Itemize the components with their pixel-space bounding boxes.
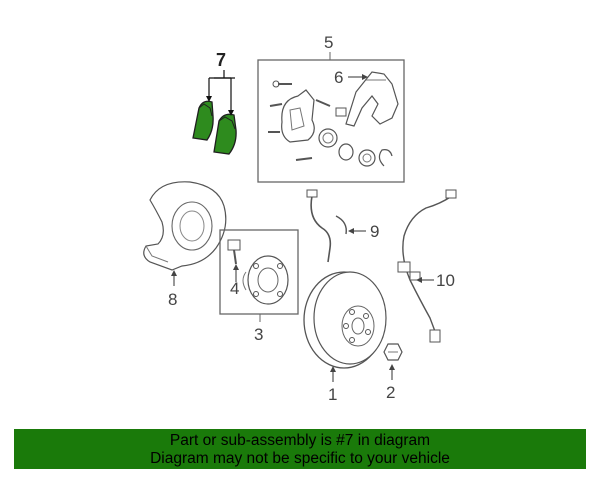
hub-bolt[interactable] — [227, 239, 241, 282]
caliper-assembly[interactable] — [257, 52, 405, 183]
callout-10: 10 — [436, 271, 455, 290]
callout-8: 8 — [168, 290, 177, 309]
callout-5: 5 — [324, 33, 333, 52]
brake-pads[interactable] — [192, 70, 237, 155]
caliper-bracket[interactable] — [345, 71, 399, 127]
callout-6: 6 — [334, 68, 343, 87]
callout-4: 4 — [230, 279, 239, 298]
callout-3: 3 — [254, 325, 263, 344]
parts-diagram: 7 5 6 8 — [143, 33, 457, 404]
dust-shield[interactable] — [143, 181, 227, 286]
callout-9: 9 — [370, 222, 379, 241]
callout-1: 1 — [328, 385, 337, 404]
abs-sensor[interactable] — [397, 189, 457, 343]
banner-line-2: Diagram may not be specific to your vehi… — [150, 450, 450, 467]
disc-rotor[interactable] — [303, 271, 387, 382]
hub-assembly[interactable] — [219, 229, 299, 322]
callout-2: 2 — [386, 383, 395, 402]
banner-line-1: Part or sub-assembly is #7 in diagram — [169, 432, 431, 449]
brake-hose[interactable] — [306, 189, 366, 263]
callout-7: 7 — [216, 50, 226, 70]
lug-nut[interactable] — [383, 343, 403, 380]
notice-banner: Part or sub-assembly is #7 in diagram Di… — [14, 429, 586, 469]
